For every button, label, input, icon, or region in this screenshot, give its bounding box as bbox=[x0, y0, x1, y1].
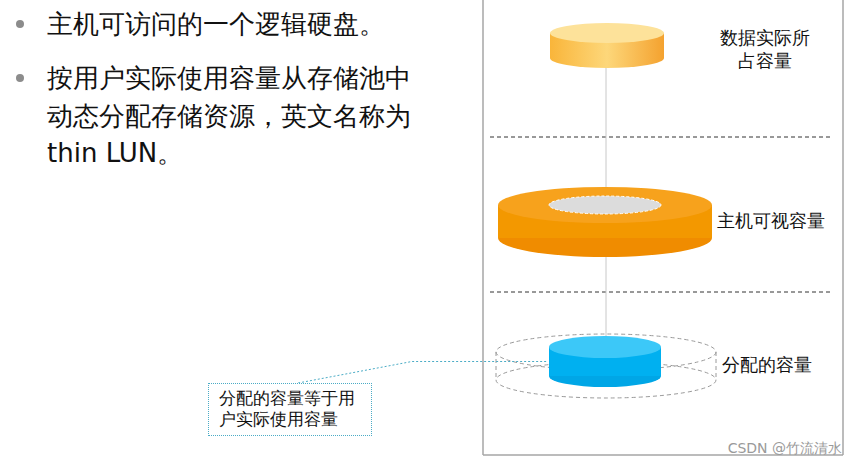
shape-outline bbox=[497, 186, 713, 258]
callout-box: 分配的容量等于用户实际使用容量 bbox=[208, 383, 372, 436]
panel-frame bbox=[842, 0, 844, 455]
callout-text: 分配的容量等于用户实际使用容量 bbox=[219, 388, 361, 431]
bullet-text: 按用户实际使用容量从存储池中动态分配存储资源，英文名称为thin LUN。 bbox=[47, 60, 422, 173]
watermark: CSDN @竹流清水 bbox=[728, 440, 842, 458]
capacity-label: 数据实际所占容量 bbox=[715, 26, 815, 73]
bullet-dot bbox=[16, 20, 24, 28]
divider bbox=[490, 292, 832, 293]
capacity-label: 主机可视容量 bbox=[717, 209, 825, 232]
divider bbox=[490, 137, 832, 138]
shape-outline bbox=[548, 335, 662, 388]
leader-line bbox=[298, 362, 548, 384]
panel-frame bbox=[482, 0, 484, 455]
bullet-dot bbox=[16, 74, 24, 82]
ghost-cylinder bbox=[496, 334, 716, 398]
bullet-text: 主机可访问的一个逻辑硬盘。 bbox=[47, 6, 422, 44]
data-cylinder: 数据实际所占容量 bbox=[549, 22, 665, 69]
shape-outline bbox=[549, 22, 665, 69]
allocated-cylinder: 分配的容量 bbox=[548, 335, 662, 388]
capacity-label: 分配的容量 bbox=[722, 353, 812, 376]
visible-ring: 主机可视容量 bbox=[497, 186, 713, 258]
